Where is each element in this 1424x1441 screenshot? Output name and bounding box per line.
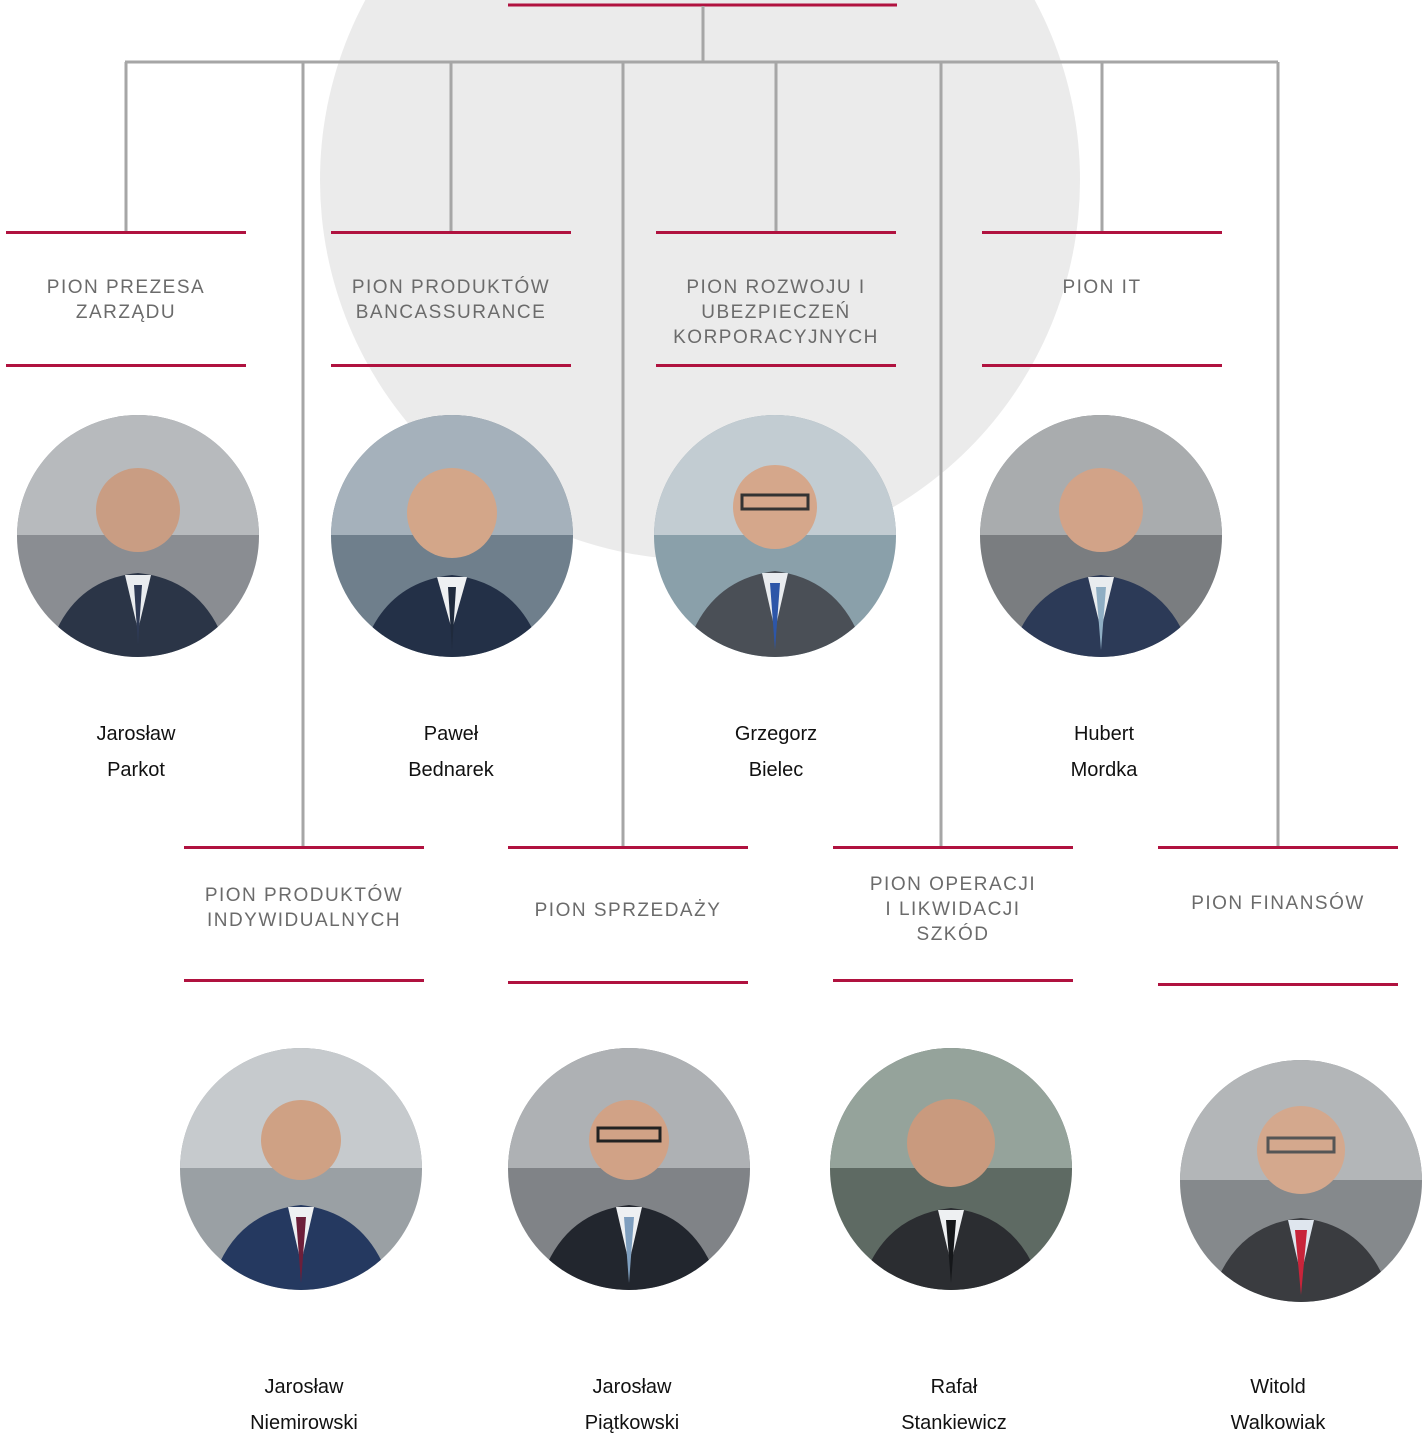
unit-rule-top xyxy=(508,846,748,849)
unit-rule-bottom xyxy=(331,364,571,367)
unit-title: PION PRODUKTÓW INDYWIDUALNYCH xyxy=(204,885,404,931)
person-name: Hubert Mordka xyxy=(1070,723,1138,781)
unit-title: PION PRODUKTÓW BANCASSURANCE xyxy=(351,277,551,323)
portrait-photo xyxy=(830,1048,1072,1290)
unit-rule-bottom xyxy=(833,979,1073,982)
person-name: Witold Walkowiak xyxy=(1230,1376,1326,1434)
unit-rule-top xyxy=(833,846,1073,849)
person-name: Jarosław Piątkowski xyxy=(584,1376,680,1434)
portrait-photo xyxy=(654,415,896,657)
unit-rule-bottom xyxy=(184,979,424,982)
unit-title: PION IT xyxy=(1062,277,1142,298)
unit-rule-bottom xyxy=(982,364,1222,367)
unit-title: PION FINANSÓW xyxy=(1191,893,1365,914)
unit-rule-bottom xyxy=(6,364,246,367)
unit-rule-bottom xyxy=(508,981,748,984)
unit-rule-bottom xyxy=(1158,983,1398,986)
portrait-photo xyxy=(980,415,1222,657)
person-name: Paweł Bednarek xyxy=(408,723,494,781)
portrait-photo xyxy=(1180,1060,1422,1302)
unit-rule-top xyxy=(656,231,896,234)
person-name: Jarosław Parkot xyxy=(96,723,176,781)
unit-rule-top xyxy=(982,231,1222,234)
unit-rule-top xyxy=(331,231,571,234)
portrait-photo xyxy=(331,415,573,657)
person-name: Grzegorz Bielec xyxy=(734,723,818,781)
unit-title: PION SPRZEDAŻY xyxy=(534,900,722,921)
unit-title: PION ROZWOJU I UBEZPIECZEŃ KORPORACYJNYC… xyxy=(673,277,879,348)
portrait-photo xyxy=(180,1048,422,1290)
person-name: Rafał Stankiewicz xyxy=(901,1376,1007,1434)
unit-rule-top xyxy=(1158,846,1398,849)
unit-title: PION PREZESA ZARZĄDU xyxy=(46,277,206,323)
person-name: Jarosław Niemirowski xyxy=(250,1376,358,1434)
unit-rule-top xyxy=(6,231,246,234)
portrait-photo xyxy=(17,415,259,657)
unit-rule-bottom xyxy=(656,364,896,367)
unit-title: PION OPERACJI I LIKWIDACJI SZKÓD xyxy=(869,874,1037,945)
portrait-photo xyxy=(508,1048,750,1290)
unit-rule-top xyxy=(184,846,424,849)
